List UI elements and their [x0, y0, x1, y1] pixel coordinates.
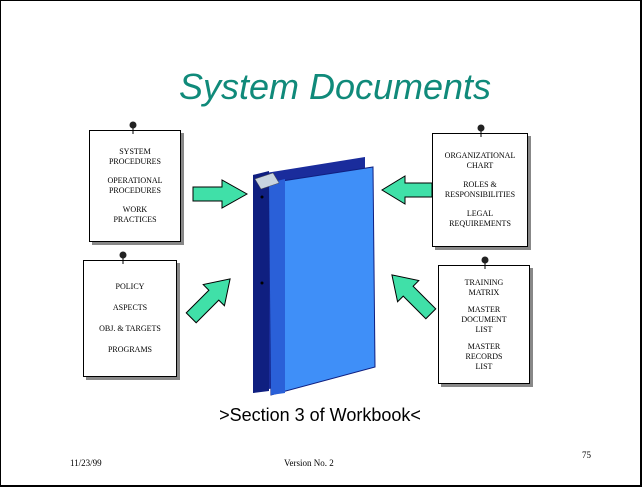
note-item: SYSTEM PROCEDURES [108, 147, 161, 166]
arrow-icon [381, 175, 433, 205]
note-bottom-left: POLICY ASPECTS OBJ. & TARGETS PROGRAMS [83, 260, 177, 377]
slide-title: System Documents [178, 66, 492, 107]
note-item: ROLES & RESPONSIBILITIES [444, 180, 516, 199]
arrow-icon [185, 278, 231, 324]
footer-version: Version No. 2 [284, 458, 334, 468]
note-item: ORGANIZATIONAL CHART [444, 151, 516, 170]
pushpin-icon [477, 124, 485, 137]
binder-icon [253, 157, 376, 396]
note-item: MASTER RECORDS LIST [465, 341, 503, 371]
footer-page-number: 75 [582, 450, 591, 460]
note-bottom-right: TRAINING MATRIX MASTER DOCUMENT LIST MAS… [438, 265, 530, 384]
note-item: WORK PRACTICES [113, 205, 157, 224]
pushpin-icon [481, 256, 489, 269]
note-item: OBJ. & TARGETS [99, 324, 161, 333]
note-top-left: SYSTEM PROCEDURES OPERATIONAL PROCEDURES… [89, 130, 181, 242]
frame-right-border [640, 0, 642, 487]
frame-top-border [0, 0, 642, 1]
note-item: LEGAL REQUIREMENTS [449, 209, 511, 228]
note-top-right: ORGANIZATIONAL CHART ROLES & RESPONSIBIL… [432, 133, 528, 247]
footer-date: 11/23/99 [70, 458, 102, 468]
frame-bottom-border [0, 485, 642, 487]
pushpin-icon [119, 251, 127, 264]
note-item: MASTER DOCUMENT LIST [461, 304, 507, 334]
arrow-icon [391, 274, 437, 320]
note-item: OPERATIONAL PROCEDURES [107, 176, 163, 195]
arrow-icon [192, 179, 248, 209]
note-item: ASPECTS [112, 303, 148, 312]
pushpin-icon [129, 121, 137, 134]
note-item: PROGRAMS [107, 345, 152, 354]
frame-left-border [0, 0, 1, 487]
section-caption: >Section 3 of Workbook< [219, 405, 421, 425]
note-item: POLICY [115, 282, 145, 291]
note-item: TRAINING MATRIX [464, 277, 504, 297]
